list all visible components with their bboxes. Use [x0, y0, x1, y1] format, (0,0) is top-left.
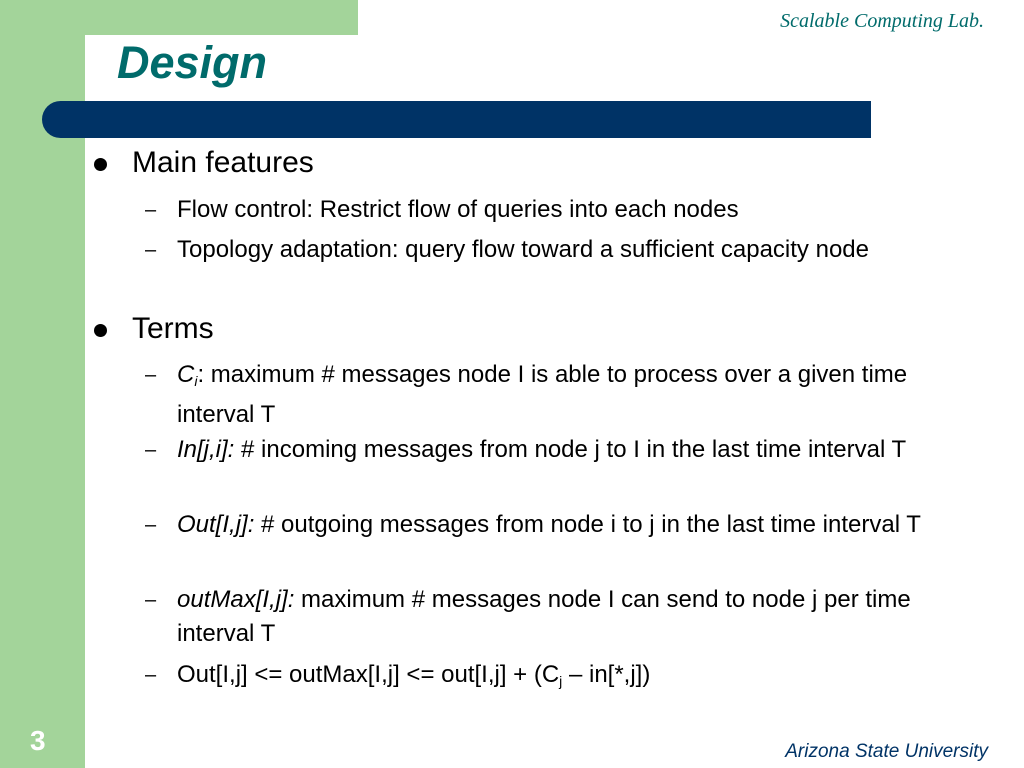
- dash-icon: –: [145, 199, 157, 221]
- term-definition: maximum # messages node I is able to pro…: [177, 361, 908, 428]
- term-colon: :: [197, 361, 205, 388]
- dash-icon: –: [145, 664, 157, 686]
- slide-title: Design: [117, 37, 268, 88]
- bullet-dot-icon: [94, 158, 107, 171]
- lab-name: Scalable Computing Lab.: [780, 10, 984, 32]
- bullet-dot-icon: [94, 324, 107, 337]
- dash-icon: –: [145, 439, 157, 461]
- dash-icon: –: [145, 364, 157, 386]
- green-top-band: [0, 0, 358, 35]
- formula-subscript: j: [559, 673, 563, 689]
- term-name: In[j,i]:: [177, 436, 235, 463]
- bullet-heading: Main features: [132, 146, 314, 179]
- sub-item-text: Flow control: Restrict flow of queries i…: [177, 196, 739, 223]
- term-definition: # incoming messages from node j to I in …: [234, 436, 907, 463]
- term-item: – outMax[I,j]: maximum # messages node I…: [145, 583, 947, 651]
- term-name: outMax[I,j]:: [177, 586, 295, 613]
- formula-right: – in[*,j]): [562, 661, 651, 688]
- dash-icon: –: [145, 514, 157, 536]
- term-item: – Out[I,j]: # outgoing messages from nod…: [145, 508, 947, 542]
- term-name: C: [177, 361, 195, 388]
- bullet-heading: Terms: [132, 312, 214, 345]
- sub-item-text: Topology adaptation: query flow toward a…: [177, 236, 869, 263]
- term-name: Out[I,j]:: [177, 511, 255, 538]
- page-number: 3: [30, 725, 46, 756]
- term-definition: # outgoing messages from node i to j in …: [254, 511, 921, 538]
- sub-item: – Topology adaptation: query flow toward…: [145, 233, 947, 267]
- bullet-terms: Terms: [94, 312, 214, 346]
- term-definition: maximum # messages node I can send to no…: [177, 586, 911, 647]
- footer-university: Arizona State University: [785, 741, 988, 762]
- title-underline-bar: [42, 101, 871, 138]
- term-subscript: i: [194, 373, 198, 389]
- term-item: – In[j,i]: # incoming messages from node…: [145, 433, 947, 467]
- formula-item: – Out[I,j] <= outMax[I,j] <= out[I,j] + …: [145, 658, 947, 698]
- dash-icon: –: [145, 239, 157, 261]
- dash-icon: –: [145, 589, 157, 611]
- formula-left: Out[I,j] <= outMax[I,j] <= out[I,j] + (C: [177, 661, 560, 688]
- bullet-main-features: Main features: [94, 146, 314, 180]
- term-item: – Ci: maximum # messages node I is able …: [145, 358, 947, 432]
- sub-item: – Flow control: Restrict flow of queries…: [145, 193, 947, 227]
